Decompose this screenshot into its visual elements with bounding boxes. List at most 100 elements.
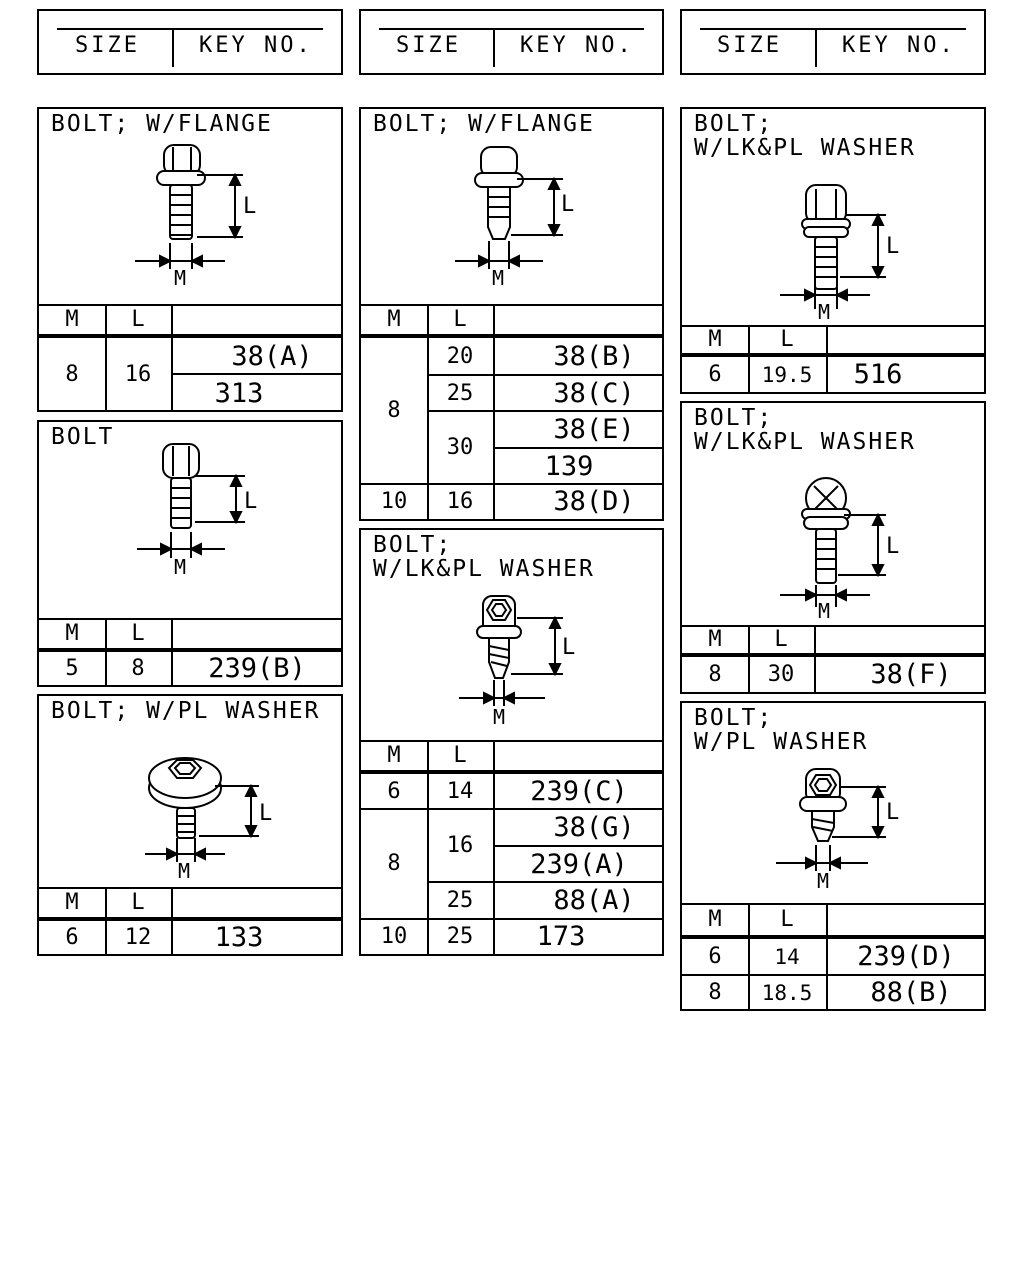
key-no-label: KEY NO.	[520, 33, 634, 58]
panel-title-line1: BOLT;	[694, 111, 774, 137]
cell-m: 6	[387, 778, 401, 804]
panel-title-line2: W/LK&PL WASHER	[694, 429, 916, 455]
key-number: 239(D)	[857, 941, 955, 972]
cell-m: 5	[65, 656, 79, 681]
col-header-l: L	[780, 906, 794, 932]
spec-table: M L 8 20 38(B) 25 38(C) 30 38(E) 139 10 …	[361, 304, 662, 519]
key-number: 38(B)	[553, 340, 635, 372]
col-header-l: L	[131, 889, 145, 915]
cell-l: 20	[446, 343, 474, 369]
dim-diameter-label: M	[174, 555, 186, 579]
panel-title-line1: BOLT;	[694, 405, 774, 431]
spec-table: M L 6 12 133	[39, 887, 341, 954]
spec-table: M L 5 8 239(B)	[39, 618, 341, 685]
key-number: 88(A)	[553, 884, 635, 916]
panel-title: BOLT; W/FLANGE	[51, 111, 273, 137]
panel-title: BOLT; W/PL WASHER	[51, 698, 321, 724]
key-no-label: KEY NO.	[199, 33, 313, 58]
pl-washer-bolt-drawing: L M	[776, 768, 899, 893]
cell-m: 10	[380, 924, 408, 949]
key-number: 239(B)	[208, 653, 306, 684]
col-header-m: M	[708, 326, 722, 352]
cell-m: 8	[65, 361, 79, 387]
cell-l: 25	[446, 887, 474, 913]
pl-washer-bolt-drawing: L M	[145, 757, 272, 883]
key-number: 88(B)	[870, 977, 952, 1008]
panel-title-line1: BOLT;	[694, 705, 774, 731]
dim-length-label: L	[562, 635, 575, 660]
cell-l: 14	[774, 944, 800, 969]
key-number: 133	[214, 922, 264, 953]
flange-bolt-drawing: L M	[135, 144, 256, 290]
spec-table: M L 8 30 38(F)	[682, 625, 984, 692]
size-label: SIZE	[717, 33, 782, 58]
panel-bolt-flange-left: BOLT; W/FLANGE L M M L 8 16 38(A)	[37, 107, 343, 412]
lkpl-washer-bolt-drawing: L M	[780, 184, 899, 324]
dim-length-label: L	[561, 192, 574, 217]
dim-length-label: L	[886, 534, 899, 559]
dim-length-label: L	[243, 194, 256, 219]
panel-title-line1: BOLT;	[373, 532, 453, 558]
cell-l: 25	[446, 924, 474, 949]
size-label: SIZE	[396, 33, 461, 58]
panel-title-line2: W/LK&PL WASHER	[694, 135, 916, 161]
cell-m: 8	[387, 851, 401, 876]
panel-bolt-pl-washer-right: BOLT; W/PL WASHER L M M L 6 14 239(D)	[680, 701, 986, 1011]
cell-l: 12	[124, 925, 152, 950]
panel-bolt-flange-middle: BOLT; W/FLANGE L M M L 8 20 38(B) 25	[359, 107, 664, 521]
key-number: 38(C)	[553, 377, 635, 409]
cell-l: 30	[446, 434, 474, 460]
dim-length-label: L	[259, 801, 272, 826]
header-box-3: SIZE KEY NO.	[680, 9, 986, 75]
cell-l: 16	[124, 361, 152, 387]
key-no-label: KEY NO.	[842, 33, 956, 58]
cell-m: 6	[708, 944, 722, 969]
cell-l: 16	[446, 489, 474, 514]
col-header-m: M	[65, 620, 79, 646]
col-header-l: L	[774, 626, 788, 652]
spec-table: M L 6 14 239(C) 8 16 38(G) 239(A) 25 88(…	[361, 740, 662, 954]
col-header-m: M	[65, 889, 79, 915]
panel-bolt-pl-washer-left: BOLT; W/PL WASHER L M M L 6 12 133	[37, 694, 343, 956]
dim-diameter-label: M	[178, 859, 190, 883]
panel-bolt-lkpl-washer-middle: BOLT; W/LK&PL WASHER L M M L 6	[359, 528, 664, 956]
key-number: 38(F)	[870, 659, 952, 690]
cell-l: 25	[446, 380, 474, 406]
cell-l: 19.5	[761, 362, 813, 387]
panel-title-line2: W/PL WASHER	[694, 729, 869, 755]
col-header-l: L	[131, 306, 145, 332]
panel-bolt-lkpl-washer-right-2: BOLT; W/LK&PL WASHER L M M L 8 30 38(F)	[680, 401, 986, 694]
dim-length-label: L	[886, 234, 899, 259]
dim-diameter-label: M	[818, 599, 830, 623]
cell-l: 16	[446, 832, 474, 858]
col-header-m: M	[65, 306, 79, 332]
cell-l: 18.5	[761, 980, 813, 1005]
dim-diameter-label: M	[817, 869, 829, 893]
col-header-l: L	[131, 620, 145, 646]
key-number: 38(A)	[231, 340, 313, 372]
spec-table: M L 8 16 38(A) 313	[39, 304, 341, 410]
dim-diameter-label: M	[174, 266, 186, 290]
header-box-1: SIZE KEY NO.	[37, 9, 343, 75]
cell-m: 8	[708, 980, 722, 1005]
key-number: 516	[853, 359, 903, 390]
cell-m: 6	[65, 925, 79, 950]
cell-l: 14	[446, 778, 474, 804]
panel-title-line2: W/LK&PL WASHER	[373, 556, 595, 582]
key-number: 38(E)	[553, 413, 635, 445]
cell-l: 30	[767, 662, 795, 687]
header-box-2: SIZE KEY NO.	[359, 9, 664, 75]
dim-diameter-label: M	[492, 266, 504, 290]
flange-bolt-drawing: L M	[455, 146, 574, 290]
dim-diameter-label: M	[493, 705, 505, 729]
key-number: 173	[536, 921, 586, 952]
dim-length-label: L	[244, 489, 257, 514]
col-header-m: M	[708, 906, 722, 932]
col-header-l: L	[453, 306, 467, 332]
dim-length-label: L	[886, 800, 899, 825]
cell-m: 8	[708, 662, 722, 687]
key-number: 38(D)	[553, 486, 635, 517]
lkpl-washer-bolt-drawing: L M	[459, 595, 575, 729]
panel-title: BOLT; W/FLANGE	[373, 111, 595, 137]
lkpl-washer-bolt-drawing: L M	[780, 477, 899, 623]
